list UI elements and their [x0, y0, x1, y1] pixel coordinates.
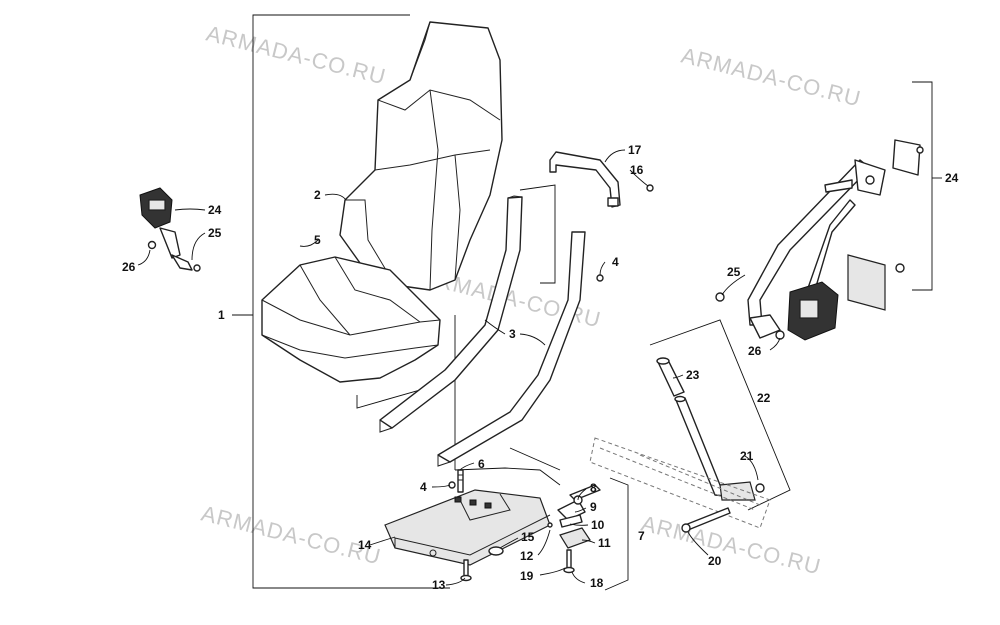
- callout-6: 6: [478, 457, 485, 471]
- callout-13: 13: [432, 578, 446, 592]
- watermark-4: ARMADA-CO.RU: [199, 501, 384, 570]
- seat-rail-right: [437, 231, 586, 467]
- callout-9: 9: [590, 500, 597, 514]
- callout-25-left: 25: [208, 226, 222, 240]
- callout-22: 22: [757, 391, 771, 405]
- callout-14: 14: [358, 538, 372, 552]
- bolt-16: [646, 184, 654, 192]
- callout-12: 12: [520, 549, 534, 563]
- callout-3: 3: [509, 327, 516, 341]
- callout-4-lower: 4: [420, 480, 427, 494]
- latch-assembly: [547, 484, 601, 574]
- callout-2: 2: [314, 188, 321, 202]
- callout-20: 20: [708, 554, 722, 568]
- nut-4-upper: [596, 274, 604, 282]
- bolt-20: [681, 507, 731, 533]
- callout-17: 17: [628, 143, 642, 157]
- seat-rail-left: [379, 195, 523, 433]
- bracket-assembly-1: [252, 14, 450, 589]
- handle-bracket: [549, 151, 621, 208]
- callout-8: 8: [590, 481, 597, 495]
- callout-10: 10: [591, 518, 605, 532]
- lever-assembly: [656, 357, 756, 501]
- callout-15: 15: [521, 530, 535, 544]
- seat-cushion: [261, 256, 441, 383]
- leader-lines: [137, 149, 781, 586]
- callout-11: 11: [598, 536, 611, 550]
- callout-26-left: 26: [122, 260, 136, 274]
- callout-4-upper: 4: [612, 255, 619, 269]
- seat-belt-buckle-left: [139, 187, 201, 272]
- callout-5: 5: [314, 233, 321, 247]
- callout-16: 16: [630, 163, 644, 177]
- callout-26-right: 26: [748, 344, 762, 358]
- watermark-1: ARMADA-CO.RU: [204, 21, 389, 90]
- callout-1: 1: [218, 308, 225, 322]
- seat-base-plate: [384, 489, 551, 566]
- callout-24-right: 24: [945, 171, 959, 185]
- seat-back: [339, 21, 503, 291]
- bolt-6: [457, 469, 464, 493]
- frame-tube-phantom: [589, 437, 771, 529]
- callouts: 1 2 5 3 4 4 6 17 16 24 25 26 14 15 13 8 …: [122, 143, 959, 592]
- callout-23: 23: [686, 368, 700, 382]
- bumper-15: [488, 546, 504, 556]
- seat-belt-retractor-right: [715, 139, 924, 341]
- callout-7: 7: [638, 529, 645, 543]
- callout-21: 21: [740, 449, 754, 463]
- watermark-5: ARMADA-CO.RU: [639, 511, 824, 580]
- nut-21: [755, 483, 765, 493]
- callout-19: 19: [520, 569, 534, 583]
- callout-24-left: 24: [208, 203, 222, 217]
- callout-25-right: 25: [727, 265, 741, 279]
- watermark-2: ARMADA-CO.RU: [679, 43, 864, 112]
- callout-18: 18: [590, 576, 604, 590]
